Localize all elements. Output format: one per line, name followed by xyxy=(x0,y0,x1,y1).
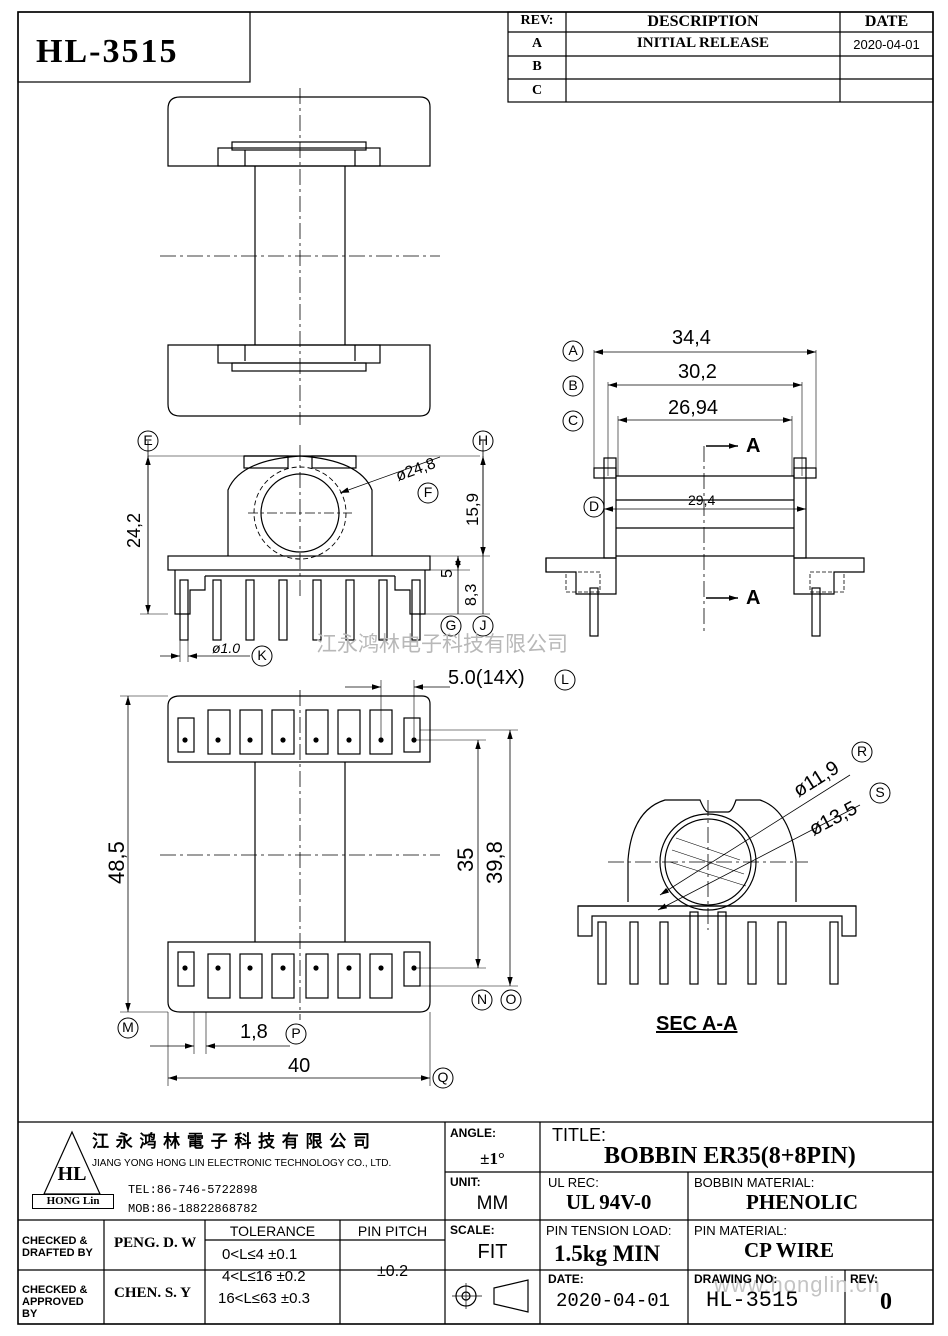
tolerance-line-2: 4<L≤16 ±0.2 xyxy=(222,1268,306,1285)
company-logo-name: HONG Lin xyxy=(32,1194,114,1209)
unit-label: UNIT: xyxy=(450,1175,481,1189)
label-e: E xyxy=(143,432,153,448)
label-k: K xyxy=(257,647,267,663)
drawing-no-label: DRAWING NO: xyxy=(694,1272,778,1286)
scale-value: FIT xyxy=(477,1241,508,1263)
dim-d: 29,4 xyxy=(688,492,716,508)
rev-row-b: B xyxy=(532,59,542,74)
dim-w-18: 1,8 xyxy=(240,1021,268,1043)
rev-row-c: C xyxy=(531,83,543,98)
checked-approved-value: CHEN. S. Y xyxy=(114,1285,191,1301)
company-name-cn: 江 永 鸿 林 電 子 科 技 有 限 公 司 xyxy=(92,1132,371,1151)
pin-material-value: CP WIRE xyxy=(744,1238,835,1262)
rev-row-a: A xyxy=(531,36,543,51)
pin-pitch-value: ±0.2 xyxy=(376,1263,409,1280)
unit-value: MM xyxy=(476,1193,509,1214)
checked-drafted-value: PENG. D. W xyxy=(114,1235,197,1251)
description-header: DESCRIPTION xyxy=(647,13,759,30)
bobbin-material-value: PHENOLIC xyxy=(746,1190,859,1214)
dim-len-485: 48,5 xyxy=(104,841,129,884)
ul-rec-label: UL REC: xyxy=(548,1175,599,1190)
label-p: P xyxy=(291,1025,301,1041)
label-q: Q xyxy=(437,1069,449,1085)
rev-label: REV: xyxy=(850,1272,879,1286)
dim-h-5: 5 xyxy=(439,569,456,578)
watermark-text: 江永鸿林电子科技有限公司 xyxy=(316,633,568,656)
label-j: J xyxy=(479,617,487,633)
title-label: TITLE: xyxy=(552,1125,607,1145)
label-s: S xyxy=(875,784,885,800)
company-logo: HL xyxy=(57,1163,87,1185)
dim-height-e: 24,2 xyxy=(124,512,144,548)
date-value: 2020-04-01 xyxy=(556,1290,671,1312)
dim-w-40: 40 xyxy=(288,1055,311,1077)
section-marker-top: A xyxy=(746,435,761,457)
ul-rec-value: UL 94V-0 xyxy=(566,1190,652,1214)
rev-header: REV: xyxy=(520,13,554,28)
checked-drafted-label: CHECKED & DRAFTED BY xyxy=(22,1235,93,1259)
revision-table-grid xyxy=(507,11,934,103)
company-mob: MOB:86-18822868782 xyxy=(128,1202,258,1216)
label-g: G xyxy=(445,617,457,633)
pin-pitch-label: PIN PITCH xyxy=(357,1223,428,1239)
tolerance-label: TOLERANCE xyxy=(229,1223,316,1239)
label-b: B xyxy=(568,377,578,393)
label-f: F xyxy=(423,484,433,500)
rev-row-a-description: INITIAL RELEASE xyxy=(636,35,770,51)
section-marker-bottom: A xyxy=(746,587,761,609)
label-c: C xyxy=(567,412,579,428)
label-h: H xyxy=(477,432,489,448)
watermark-url: www.honglin.cn xyxy=(714,1272,881,1297)
title-value: BOBBIN ER35(8+8PIN) xyxy=(604,1143,856,1169)
label-a: A xyxy=(568,342,578,358)
dim-a: 34,4 xyxy=(672,327,711,349)
pin-material-label: PIN MATERIAL: xyxy=(694,1223,787,1238)
label-o: O xyxy=(505,991,517,1007)
top-view xyxy=(160,88,440,425)
callout-circles xyxy=(117,340,891,1089)
sheet-border xyxy=(17,11,934,1325)
label-r: R xyxy=(856,743,868,759)
dim-len-35: 35 xyxy=(453,847,478,872)
date-header: DATE xyxy=(864,13,909,30)
label-d: D xyxy=(588,498,600,514)
tolerance-line-3: 16<L≤63 ±0.3 xyxy=(218,1290,310,1307)
angle-value: ±1° xyxy=(480,1149,505,1168)
drawing-no-value: HL-3515 xyxy=(706,1288,799,1313)
dim-h-83: 8,3 xyxy=(463,583,480,606)
tolerance-line-1: 0<L≤4 ±0.1 xyxy=(222,1246,298,1263)
bobbin-material-label: BOBBIN MATERIAL: xyxy=(694,1175,815,1190)
dim-len-398: 39,8 xyxy=(482,841,507,884)
dim-pin-dia: ø1.0 xyxy=(212,640,241,656)
date-label: DATE: xyxy=(548,1272,584,1286)
bottom-view xyxy=(120,680,518,1086)
dim-b: 30,2 xyxy=(678,361,717,383)
rev-value: 0 xyxy=(880,1289,892,1315)
label-m: M xyxy=(122,1019,134,1035)
label-l: L xyxy=(561,671,569,687)
section-caption: SEC A-A xyxy=(656,1013,738,1035)
section-aa-view xyxy=(577,774,861,985)
company-name-en: JIANG YONG HONG LIN ELECTRONIC TECHNOLOG… xyxy=(92,1158,392,1169)
angle-label: ANGLE: xyxy=(450,1126,496,1140)
label-n: N xyxy=(476,991,488,1007)
front-view xyxy=(140,441,490,662)
company-tel: TEL:86-746-5722898 xyxy=(128,1183,258,1197)
dim-c: 26,94 xyxy=(668,397,719,419)
dim-pitch: 5.0(14X) xyxy=(448,667,525,689)
scale-label: SCALE: xyxy=(450,1223,495,1237)
checked-approved-label: CHECKED & APPROVED BY xyxy=(22,1284,88,1320)
pin-tension-value: 1.5kg MIN xyxy=(554,1241,661,1266)
part-number-box xyxy=(17,11,251,83)
title-block-grid xyxy=(18,1121,933,1324)
rev-row-a-date: 2020-04-01 xyxy=(853,37,920,52)
dim-h-159: 15,9 xyxy=(463,492,482,526)
pin-tension-label: PIN TENSION LOAD: xyxy=(546,1223,672,1238)
part-number: HL-3515 xyxy=(36,33,179,70)
